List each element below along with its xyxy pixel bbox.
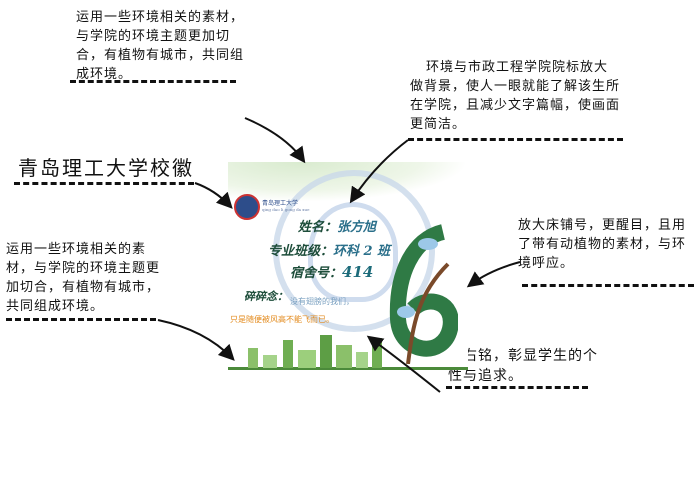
school-pinyin: qing dao li gong da xue — [262, 207, 310, 212]
dorm-field: 宿舍号：414 — [290, 262, 373, 281]
note-motto: 座右铭，彰显学生的个性与追求。 — [448, 348, 598, 384]
note-school-badge: 青岛理工大学校徽 — [18, 156, 194, 180]
major-label: 专业班级： — [268, 244, 334, 259]
school-name: 青岛理工大学 — [262, 200, 299, 207]
major-value: 环科 2 班 — [333, 244, 391, 259]
tree-six-illustration — [389, 224, 458, 364]
divider — [6, 318, 156, 321]
dorm-label: 宿舍号： — [290, 266, 343, 281]
motto-line1: 没有翅膀的我们， — [290, 297, 354, 306]
school-badge-icon — [234, 194, 260, 220]
note-right: 放大床铺号，更醒目，且用了带有动植物的素材，与环境呼应。 — [518, 218, 687, 271]
name-value: 张方旭 — [337, 220, 377, 235]
emblem-leaf — [308, 202, 398, 302]
motto-label: 碎碎念： — [244, 290, 288, 303]
dorm-value: 414 — [342, 263, 374, 281]
divider — [446, 386, 588, 389]
name-field: 姓名：张方旭 — [298, 216, 376, 235]
divider — [70, 80, 236, 83]
name-label: 姓名： — [298, 220, 338, 235]
motto-line2: 只是随便被风高不能飞而已。 — [230, 315, 334, 324]
dorm-bed-card: 青岛理工大学 qing dao li gong da xue 姓名：张方旭 专业… — [228, 162, 468, 370]
college-emblem-background — [273, 170, 435, 332]
divider — [408, 138, 623, 141]
note-left: 运用一些环境相关的素材，与学院的环境主题更加切合，有植物有城市，共同组成环境。 — [6, 242, 161, 314]
note-top-right: 环境与市政工程学院院标放大做背景，使人一眼就能了解该生所在学院，且减少文字篇幅，… — [410, 60, 621, 132]
major-field: 专业班级：环科 2 班 — [268, 240, 390, 259]
divider — [522, 284, 694, 287]
note-top-left: 运用一些环境相关的素材，与学院的环境主题更加切合，有植物有城市，共同组成环境。 — [76, 10, 245, 82]
city-skyline-illustration — [228, 335, 468, 370]
divider — [14, 182, 194, 185]
